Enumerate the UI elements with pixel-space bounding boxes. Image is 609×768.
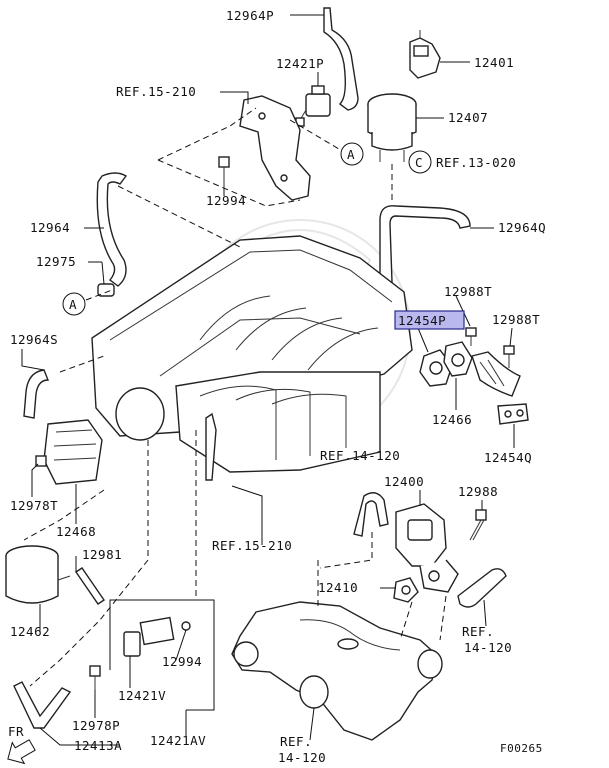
label-12988[interactable]: 12988 xyxy=(458,484,498,499)
part-labels: 12964P 12401 12421P REF.15-210 12407 REF… xyxy=(8,8,546,765)
bolt-12978p xyxy=(89,665,101,690)
circle-ref-c-label: C xyxy=(415,155,423,170)
label-ref-14-120-bot-b[interactable]: 14-120 xyxy=(278,750,326,765)
label-12978p[interactable]: 12978P xyxy=(72,718,120,733)
label-12964q[interactable]: 12964Q xyxy=(498,220,546,235)
label-12994-top[interactable]: 12994 xyxy=(206,193,246,208)
valve-12400 xyxy=(395,503,459,593)
highlight-12454p-box xyxy=(394,310,465,330)
label-12454p[interactable]: 12454P xyxy=(398,313,446,328)
leader-lines xyxy=(21,14,515,746)
label-12413a[interactable]: 12413A xyxy=(74,738,122,753)
pipe-12964q xyxy=(379,205,471,293)
pipe-elbow xyxy=(471,351,521,397)
label-12421p[interactable]: 12421P xyxy=(276,56,324,71)
label-ref-14-120-right-b[interactable]: 14-120 xyxy=(464,640,512,655)
label-12466[interactable]: 12466 xyxy=(432,412,472,427)
gasket-12410 xyxy=(393,577,419,603)
label-12421v[interactable]: 12421V xyxy=(118,688,166,703)
circle-ref-a-top-label: A xyxy=(347,147,355,162)
circle-ref-c: C xyxy=(408,150,432,174)
label-12454q[interactable]: 12454Q xyxy=(484,450,532,465)
label-12981[interactable]: 12981 xyxy=(82,547,122,562)
intake-manifold xyxy=(91,235,413,481)
hose-12964s xyxy=(23,369,50,419)
label-12462[interactable]: 12462 xyxy=(10,624,50,639)
label-ref-14-120-right-a[interactable]: REF. xyxy=(462,624,494,639)
hose-12964 xyxy=(96,172,128,287)
diagram-code: F00265 xyxy=(500,742,543,755)
label-fr: FR xyxy=(8,724,24,739)
label-12988t-2[interactable]: 12988T xyxy=(492,312,540,327)
label-12421av[interactable]: 12421AV xyxy=(150,733,206,748)
label-12468[interactable]: 12468 xyxy=(56,524,96,539)
valve-12401 xyxy=(409,30,441,79)
bolt-12988t-1 xyxy=(465,327,477,346)
label-12988t-1[interactable]: 12988T xyxy=(444,284,492,299)
label-12994-bot[interactable]: 12994 xyxy=(162,654,202,669)
label-ref-14-120-mid[interactable]: REF.14-120 xyxy=(320,448,400,463)
label-ref-15-210-top[interactable]: REF.15-210 xyxy=(116,84,196,99)
label-12978t[interactable]: 12978T xyxy=(10,498,58,513)
dashed-reference-lines xyxy=(23,107,447,687)
bolt-12988t-2 xyxy=(503,345,515,368)
label-12964s[interactable]: 12964S xyxy=(10,332,58,347)
hose-12964p xyxy=(323,7,359,111)
water-outlet xyxy=(231,601,443,741)
rod-12981 xyxy=(75,567,105,605)
label-ref-14-120-bot-a[interactable]: REF. xyxy=(280,734,312,749)
hose-ref-14-120-right xyxy=(457,568,507,608)
circle-ref-a-left-label: A xyxy=(69,297,77,312)
clamp-12975 xyxy=(97,283,115,297)
label-ref-13-020[interactable]: REF.13-020 xyxy=(436,155,516,170)
front-arrow-icon xyxy=(7,739,36,765)
label-12400[interactable]: 12400 xyxy=(384,474,424,489)
circle-ref-a-left: A xyxy=(62,292,86,316)
bolt-12994-top xyxy=(218,156,230,188)
solenoid-12407 xyxy=(367,93,417,162)
sub-assembly-box xyxy=(109,599,215,711)
label-12407[interactable]: 12407 xyxy=(448,110,488,125)
label-ref-15-210-mid[interactable]: REF.15-210 xyxy=(212,538,292,553)
valve-12468 xyxy=(35,419,103,485)
label-12975[interactable]: 12975 xyxy=(36,254,76,269)
gasket-12466 xyxy=(443,341,473,377)
valve-12421p xyxy=(295,85,331,127)
label-12410[interactable]: 12410 xyxy=(318,580,358,595)
hose-12413a xyxy=(13,681,72,729)
gasket-12454q xyxy=(497,403,529,425)
label-12964p[interactable]: 12964P xyxy=(226,8,274,23)
circle-ref-a-top: A xyxy=(340,142,364,166)
label-12401[interactable]: 12401 xyxy=(474,55,514,70)
canister-12462 xyxy=(5,545,71,604)
bolt-12988 xyxy=(469,509,487,541)
hose-ref-14-120-mid xyxy=(353,492,389,537)
label-12964[interactable]: 12964 xyxy=(30,220,70,235)
